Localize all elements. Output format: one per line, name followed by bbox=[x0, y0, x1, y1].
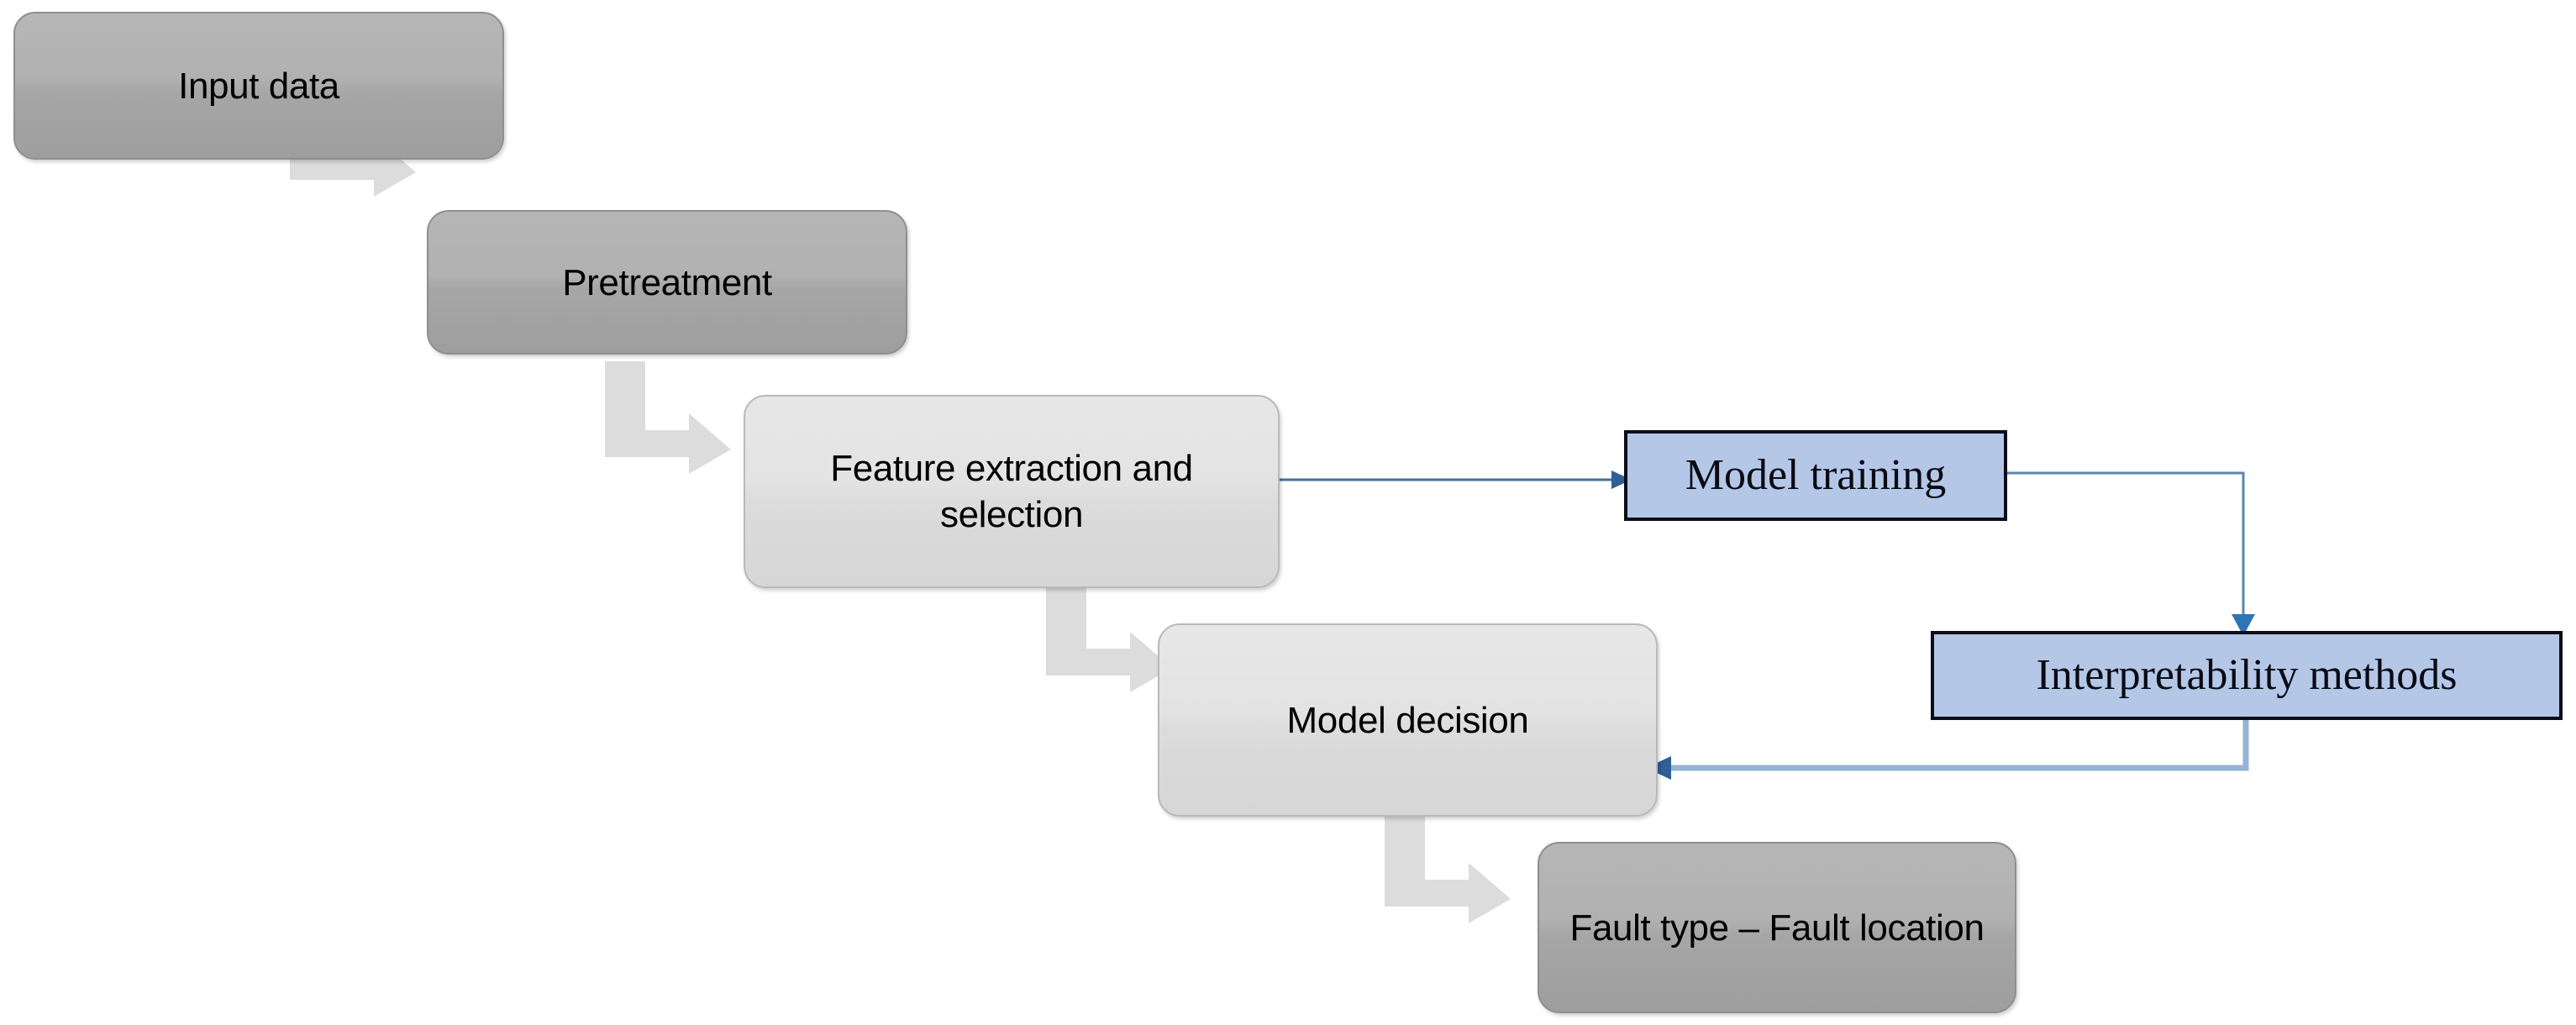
connector-model-decision-to-fault-output bbox=[1385, 811, 1553, 924]
node-feature-extraction-label: Feature extraction and selection bbox=[830, 448, 1193, 535]
node-model-training-label: Model training bbox=[1685, 451, 1947, 500]
node-pretreatment-label: Pretreatment bbox=[562, 261, 772, 303]
node-interpretability-methods-label: Interpretability methods bbox=[2036, 651, 2458, 700]
node-fault-output[interactable]: Fault type – Fault location bbox=[1538, 842, 2016, 1013]
node-input-data-label: Input data bbox=[178, 65, 339, 107]
connector-interpretability-methods-to-model-decision bbox=[1643, 712, 2264, 788]
node-interpretability-methods[interactable]: Interpretability methods bbox=[1931, 631, 2563, 720]
node-model-decision[interactable]: Model decision bbox=[1158, 623, 1658, 817]
node-input-data[interactable]: Input data bbox=[13, 12, 504, 160]
connector-feature-extraction-to-model-training bbox=[1269, 462, 1638, 497]
node-feature-extraction[interactable]: Feature extraction and selection bbox=[744, 395, 1280, 588]
node-pretreatment[interactable]: Pretreatment bbox=[427, 210, 907, 355]
node-fault-output-label: Fault type – Fault location bbox=[1569, 907, 1985, 949]
node-model-decision-label: Model decision bbox=[1286, 699, 1529, 741]
connector-model-training-to-interpretability-methods bbox=[2000, 466, 2268, 643]
node-model-training[interactable]: Model training bbox=[1624, 430, 2007, 521]
